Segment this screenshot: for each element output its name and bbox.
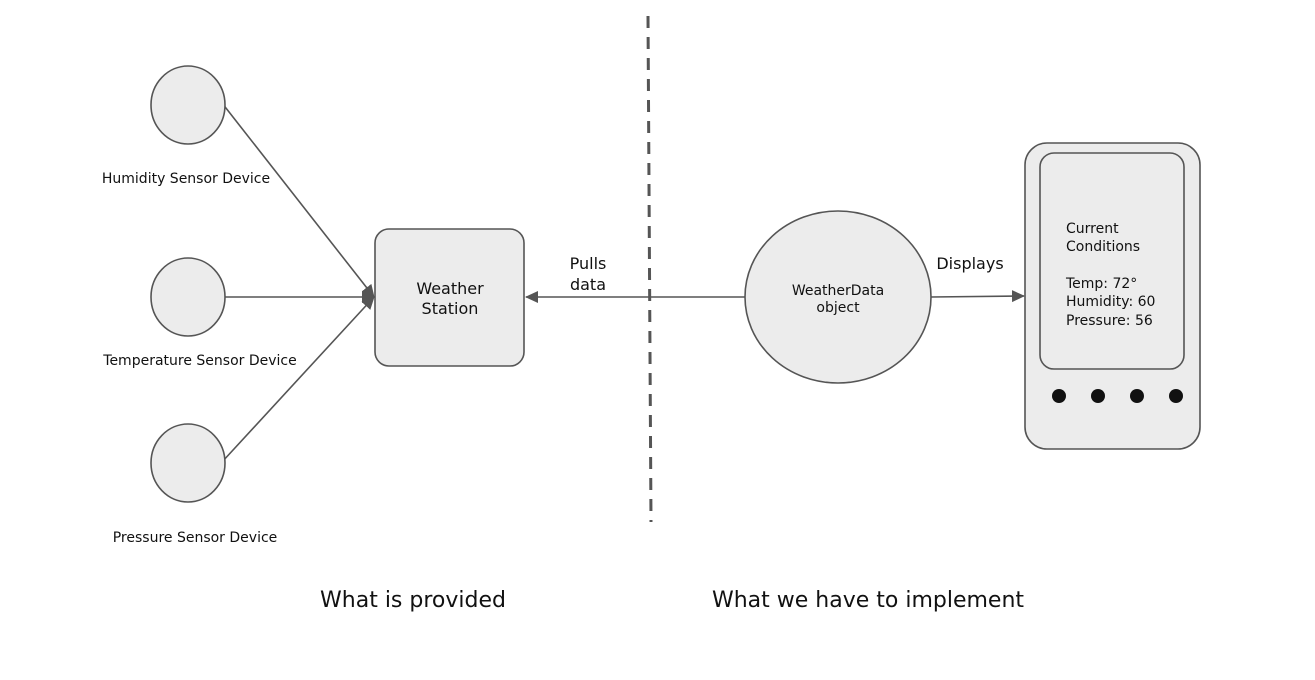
device-button-3 <box>1130 389 1144 403</box>
sensor-pressure: Pressure Sensor Device <box>113 423 278 546</box>
display-device: Current Conditions Temp: 72° Humidity: 6… <box>1024 142 1201 450</box>
edge-weatherdata-to-display <box>930 290 1025 303</box>
sensor-label: Temperature Sensor Device <box>102 353 296 369</box>
weather-station-box <box>374 228 525 367</box>
sensor-circle <box>150 65 226 145</box>
caption-provided: What is provided <box>320 588 506 613</box>
device-button-2 <box>1091 389 1105 403</box>
display-label: Displays <box>936 254 1003 273</box>
sensor-temperature: Temperature Sensor Device <box>102 257 297 369</box>
edge-humidity-to-station <box>221 102 375 298</box>
display-line-4: Temp: 72° <box>1065 276 1137 292</box>
display-line-6: Pressure: 56 <box>1066 313 1153 329</box>
sensor-circle <box>150 257 226 337</box>
weather-station-node: Weather Station <box>374 228 525 367</box>
device-button-4 <box>1169 389 1183 403</box>
pull-label-line1: Pulls <box>570 254 607 273</box>
sensor-humidity: Humidity Sensor Device <box>102 65 270 187</box>
pull-label-line2: data <box>570 275 606 294</box>
weatherdata-node: WeatherData object <box>744 210 932 384</box>
weather-station-label-line2: Station <box>422 299 479 318</box>
display-line-1: Current <box>1066 221 1119 237</box>
sensor-label: Humidity Sensor Device <box>102 171 270 187</box>
caption-implement: What we have to implement <box>712 588 1024 613</box>
weatherdata-label-line2: object <box>816 300 860 316</box>
sensor-circle <box>150 423 226 503</box>
device-button-1 <box>1052 389 1066 403</box>
sensor-label: Pressure Sensor Device <box>113 530 278 546</box>
edge-pressure-to-station <box>221 296 375 463</box>
display-line-2: Conditions <box>1066 239 1140 255</box>
weather-station-label-line1: Weather <box>416 279 484 298</box>
divider-dashed-line <box>646 15 653 523</box>
display-device-screen <box>1039 152 1185 370</box>
display-line-5: Humidity: 60 <box>1066 294 1155 310</box>
weatherdata-label-line1: WeatherData <box>792 283 884 299</box>
